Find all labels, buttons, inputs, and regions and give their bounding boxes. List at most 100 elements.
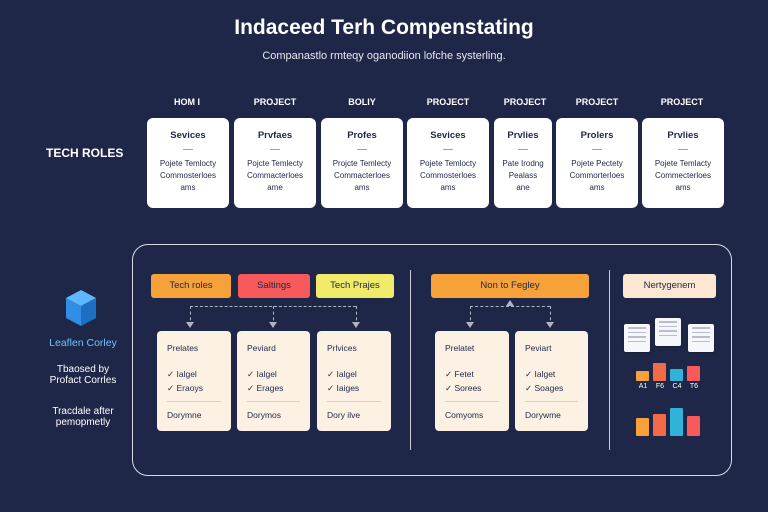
role-card-title: Sevices (170, 130, 206, 141)
service-card-item: ✓ Ialgel (167, 369, 197, 379)
divider (327, 401, 381, 402)
role-card-title: Prvlies (507, 130, 539, 141)
column-header: PROJECT (426, 97, 470, 107)
nertygenem-pill[interactable]: Nertygenem (623, 274, 716, 298)
column-header: PROJECT (660, 97, 704, 107)
connector-line (356, 306, 357, 326)
role-card-line: ams (180, 183, 196, 192)
settings-pill[interactable]: Saltings (238, 274, 310, 298)
page-title: Indaceed Terh Compenstating (234, 16, 534, 39)
role-card-line: Pealass (508, 171, 538, 180)
role-card-title: Sevices (430, 130, 466, 141)
divider (443, 149, 453, 150)
tech-roles-pill[interactable]: Tech roles (151, 274, 231, 298)
column-header: PROJECT (575, 97, 619, 107)
role-card-line: Pojete Temlocty (159, 159, 217, 168)
service-card-title: Prelatet (445, 343, 475, 353)
divider (183, 149, 193, 150)
arrow-down-icon (352, 322, 360, 328)
role-card[interactable]: Prvfaes Pojcte Temlecty Commacterloes am… (234, 118, 316, 208)
role-card-line: Commorterloes (569, 171, 625, 180)
role-card-line: Pate Irodng (502, 159, 544, 168)
column-header: PROJECT (503, 97, 547, 107)
connector-line (273, 306, 274, 326)
role-card[interactable]: Profes Projcte Temlecty Commacterloes am… (321, 118, 403, 208)
chart-bar-top (636, 371, 649, 381)
role-card-line: Commecterloes (654, 171, 711, 180)
service-card-title: Prelates (167, 343, 199, 353)
service-card-item: ✓ Soages (525, 383, 564, 393)
service-card[interactable]: Prlvices ✓ Ialgel ✓ Iaiges Dory ilve (317, 331, 391, 431)
role-card-line: Pojcte Temlecty (247, 159, 303, 168)
service-card-item: ✓ Ialgel (247, 369, 277, 379)
document-icon (624, 324, 650, 352)
role-card-line: ams (589, 183, 605, 192)
column-header: HOM I (174, 97, 200, 107)
role-card[interactable]: Sevices Pojete Temlocty Commosterloes am… (147, 118, 229, 208)
note-line: Profact Corrles (49, 375, 117, 386)
role-card[interactable]: Prvlies Pojete Temlacty Commecterloes am… (642, 118, 724, 208)
role-card-line: ams (440, 183, 456, 192)
chart-bar-top (653, 363, 666, 381)
chart-bar-bottom (636, 418, 649, 436)
panel-divider (410, 270, 411, 450)
cube-logo-icon (66, 290, 96, 326)
divider (678, 149, 688, 150)
workflow-panel (132, 244, 732, 476)
divider (247, 401, 300, 402)
service-card-footer: Comyoms (445, 410, 484, 420)
role-card[interactable]: Prolers Pojete Pectety Commorterloes ams (556, 118, 638, 208)
brand-label: Leaflen Corley (49, 337, 117, 349)
service-card-title: Peviart (525, 343, 552, 353)
note-line: Tracdale after (52, 406, 114, 417)
service-card[interactable]: Peviard ✓ Ialgel ✓ Erages Dorymos (237, 331, 310, 431)
role-card-title: Prvlies (667, 130, 699, 141)
arrow-down-icon (186, 322, 194, 328)
role-card-title: Prvfaes (257, 130, 293, 141)
service-card-footer: Dorymne (167, 410, 202, 420)
service-card[interactable]: Prelatet ✓ Fetet ✓ Sorees Comyoms (435, 331, 509, 431)
chart-bar-bottom (687, 416, 700, 436)
non-to-fegley-pill[interactable]: Non to Fegley (431, 274, 589, 298)
role-card-line: Projcte Temlecty (332, 159, 392, 168)
role-card-title: Profes (347, 130, 377, 141)
role-card-line: Pojete Temlocty (419, 159, 477, 168)
panel-divider (609, 270, 610, 450)
divider (357, 149, 367, 150)
tech-projes-pill[interactable]: Tech Prajes (316, 274, 394, 298)
divider (592, 149, 602, 150)
document-icon (688, 324, 714, 352)
service-card-footer: Dorywme (525, 410, 561, 420)
note-line: Tbaosed by (56, 364, 110, 375)
note-label: Tracdale after pemopmetly (28, 406, 138, 428)
arrow-down-icon (546, 322, 554, 328)
role-card[interactable]: Sevices Pojete Temlocty Commosterloes am… (407, 118, 489, 208)
divider (525, 401, 578, 402)
arrow-up-icon (506, 300, 514, 306)
connector-line (190, 306, 191, 326)
service-card[interactable]: Peviart ✓ Ialget ✓ Soages Dorywme (515, 331, 588, 431)
role-card[interactable]: Prvlies Pate Irodng Pealass ane (494, 118, 552, 208)
document-icon (655, 318, 681, 346)
role-card-title: Prolers (580, 130, 614, 141)
role-card-line: Pojete Temlacty (654, 159, 712, 168)
chart-bar-bottom (653, 414, 666, 436)
service-card[interactable]: Prelates ✓ Ialgel ✓ Eraoys Dorymne (157, 331, 231, 431)
connector-line (470, 306, 550, 307)
connector-line (550, 306, 551, 326)
chart-label: T6 (689, 383, 699, 390)
chart-label: C4 (672, 383, 682, 390)
service-card-title: Prlvices (327, 343, 357, 353)
divider (167, 401, 221, 402)
role-card-line: Commosterloes (159, 171, 216, 180)
role-card-line: Pojete Pectety (571, 159, 623, 168)
service-card-item: ✓ Iaiges (327, 383, 360, 393)
role-card-line: ane (516, 183, 530, 192)
tech-roles-row-label: TECH ROLES (46, 146, 124, 160)
service-card-title: Peviard (247, 343, 276, 353)
arrow-down-icon (466, 322, 474, 328)
role-card-line: Commacterloes (246, 171, 303, 180)
column-header: BOLIY (348, 97, 376, 107)
connector-line (470, 306, 471, 326)
role-card-line: ame (267, 183, 283, 192)
